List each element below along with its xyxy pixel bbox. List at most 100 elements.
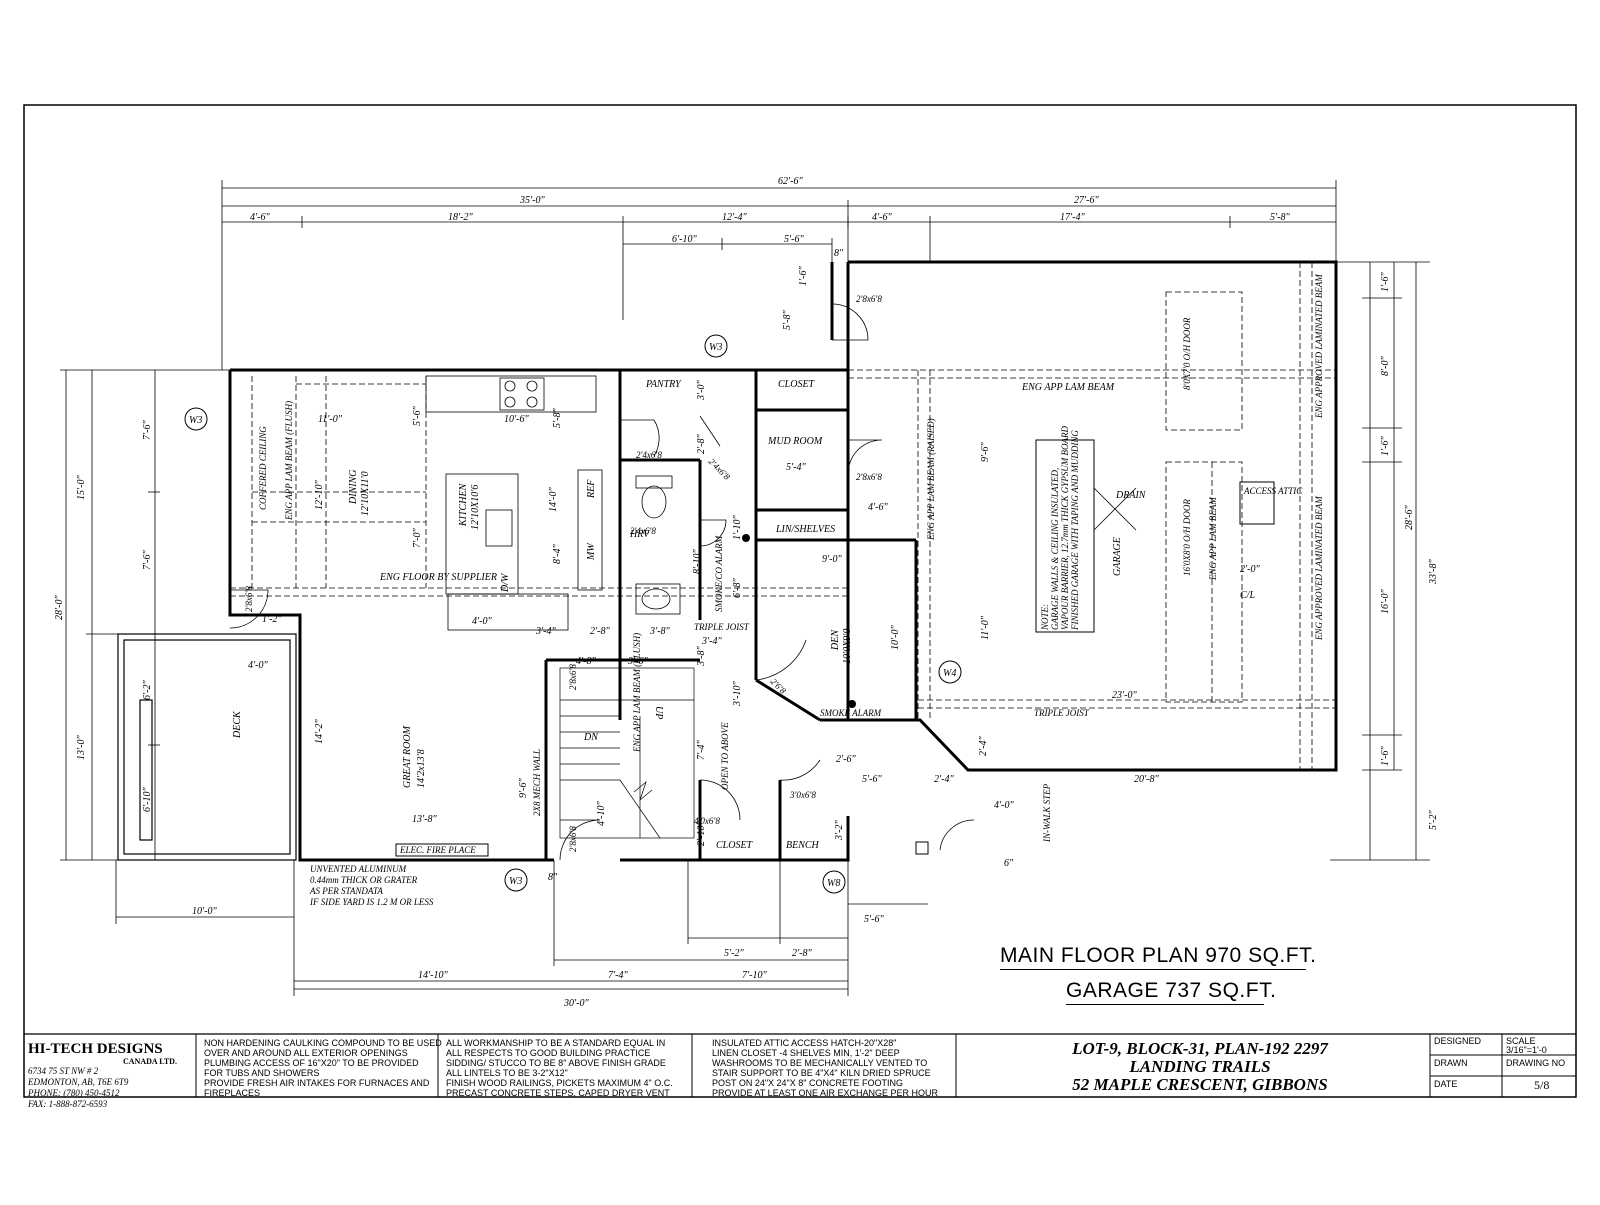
dim: 12'-4" [722, 212, 747, 223]
deck-outline [117, 633, 297, 861]
dim: 8'-0" [1380, 356, 1391, 376]
notes-column-3: INSULATED ATTIC ACCESS HATCH-20"X28" LIN… [712, 1038, 938, 1098]
dim: 2'-0" [1240, 564, 1260, 575]
dim: 7'-10" [742, 970, 767, 981]
window-tags [184, 334, 962, 894]
triple-joist-label: TRIPLE JOIST [1034, 708, 1090, 718]
window-tag-w3-left [184, 407, 208, 431]
note-line: SIDDING/ STUCCO TO BE 8" ABOVE FINISH GR… [446, 1058, 666, 1068]
dim: 6'-10" [142, 787, 153, 812]
beam-label: ENG APPROVED LAMINATED BEAM [1314, 496, 1324, 641]
dim: 1'-6" [798, 266, 809, 286]
beam-label: ENG APP LAM BEAM (RAISED) [926, 418, 936, 541]
house-walls [228, 260, 1338, 862]
dim: 20'-8" [1134, 774, 1159, 785]
drain-label: DRAIN [1115, 490, 1147, 501]
dim: 3'-8" [696, 646, 707, 667]
door-size: 2'4x6'8 [630, 526, 656, 536]
dim: 1'-2" [262, 614, 282, 625]
dim: 33'-8" [1428, 559, 1439, 585]
deck-label: DECK [232, 710, 243, 739]
dim: 7'-6" [142, 550, 153, 570]
coffered-ceiling-label: COFFERED CEILING [258, 426, 268, 510]
closet-label: CLOSET [778, 379, 816, 390]
phone: PHONE: (780) 450-4512 [28, 1088, 120, 1098]
dim: 4'-6" [250, 212, 270, 223]
drawing-no-label: DRAWING NO [1506, 1058, 1566, 1068]
window-tag-w3-bottom [504, 868, 528, 892]
den-size: 10'0X9'0 [842, 629, 853, 664]
aluminum-note: AS PER STANDATA [309, 886, 383, 896]
pantry-label: PANTRY [645, 379, 682, 390]
dim: 1'-6" [1380, 746, 1391, 766]
dim: 10'-6" [504, 414, 529, 425]
dim: 11'-0" [980, 615, 991, 640]
scale-label: SCALE [1506, 1036, 1536, 1046]
dim: 12'-10" [314, 480, 325, 510]
dim: 30'-0" [563, 998, 589, 1009]
bottom-dimension-lines [115, 860, 928, 996]
lin-shelves-label: LIN/SHELVES [775, 524, 835, 535]
garage-note-title: NOTE: [1040, 604, 1050, 631]
door-label: 8'0X7'0 O/H DOOR [1182, 317, 1192, 390]
dim-top-right: 27'-6" [1074, 195, 1099, 206]
garage-beams [230, 262, 1336, 770]
address-line: EDMONTON, AB, T6E 6T9 [28, 1077, 129, 1087]
dim: 8" [548, 872, 558, 883]
dim: 7'-6" [142, 420, 153, 440]
dim: 7'-0" [412, 528, 423, 548]
garage-note-line: FINISHED GARAGE WITH TAPING AND MUDDING [1070, 430, 1080, 631]
door-size: 4'0x6'8 [694, 816, 720, 826]
dim: 2'-8" [696, 434, 707, 454]
dim: 5'-4" [786, 462, 806, 473]
dim: 5'-2" [1428, 810, 1439, 830]
mud-room-label: MUD ROOM [767, 436, 823, 447]
stair-down-label: DN [583, 732, 599, 743]
fax: FAX: 1-888-872-6593 [28, 1099, 108, 1109]
dim: 3'-8" [649, 626, 670, 637]
door-size: 3'0x6'8 [789, 790, 816, 800]
door-size: 2'6'8 [769, 676, 789, 696]
project-info: LOT-9, BLOCK-31, PLAN-192 2297 LANDING T… [990, 1040, 1410, 1094]
note-line: WASHROOMS TO BE MECHANICALLY VENTED TO [712, 1058, 928, 1068]
smoke-alarm-label: SMOKE ALARM [820, 708, 882, 718]
note-line: POST ON 24"X 24"X 8" CONCRETE FOOTING [712, 1078, 903, 1088]
dim: 5'-6" [784, 234, 804, 245]
aluminum-note: IF SIDE YARD IS 1.2 M OR LESS [309, 897, 434, 907]
note-line: PROVIDE FRESH AIR INTAKES FOR FURNACES A… [204, 1078, 430, 1088]
dim: 28'-6" [1404, 505, 1415, 530]
dim: 2'-10" [696, 821, 707, 846]
note-line: ALL RESPECTS TO GOOD BUILDING PRACTICE [446, 1048, 651, 1058]
dining-size: 12'10X11'0 [360, 471, 371, 516]
dim: 17'-4" [1060, 212, 1085, 223]
beam-label: ENG APP LAM BEAM (FLUSH) [632, 633, 642, 753]
note-line: FINISH WOOD RAILINGS, PICKETS MAXIMUM 4"… [446, 1078, 673, 1088]
company-address: 6734 75 ST NW # 2 EDMONTON, AB, T6E 6T9 … [28, 1066, 128, 1110]
kitchen-label: KITCHEN [458, 482, 469, 527]
note-line: FIREPLACES [204, 1088, 261, 1098]
title-underline [1066, 1004, 1264, 1005]
note-line: ALL LINTELS TO BE 3-2"X12" [446, 1068, 568, 1078]
dim: 2'-6" [836, 754, 856, 765]
dim: 4'-6" [868, 502, 888, 513]
sheet-border [23, 104, 1577, 1098]
door-size: 2'4x6'8 [707, 456, 733, 482]
drawing-number: 5/8 [1534, 1078, 1550, 1092]
smoke-alarm-icon [742, 534, 750, 542]
main-floor-plan-title: MAIN FLOOR PLAN 970 SQ.FT. [1000, 944, 1317, 967]
date-label: DATE [1434, 1079, 1458, 1089]
dim: 4'-0" [994, 800, 1014, 811]
window-tag-w3-top [704, 334, 728, 358]
beam-label: ENG APP LAM BEAM (FLUSH) [284, 401, 294, 521]
note-line: PLUMBING ACCESS OF 16"X20" TO BE PROVIDE… [204, 1058, 419, 1068]
dim: 3'-4" [701, 636, 722, 647]
dim: 4'-8" [576, 656, 596, 667]
closet-bottom-label: CLOSET [716, 840, 754, 851]
dim: 10'-0" [192, 906, 217, 917]
post-symbol [915, 841, 929, 855]
dining-label: DINING [348, 470, 359, 505]
window-label: W3 [709, 342, 722, 353]
in-walk-step-label: IN-WALK STEP [1042, 783, 1052, 843]
window-label: W8 [827, 878, 840, 889]
